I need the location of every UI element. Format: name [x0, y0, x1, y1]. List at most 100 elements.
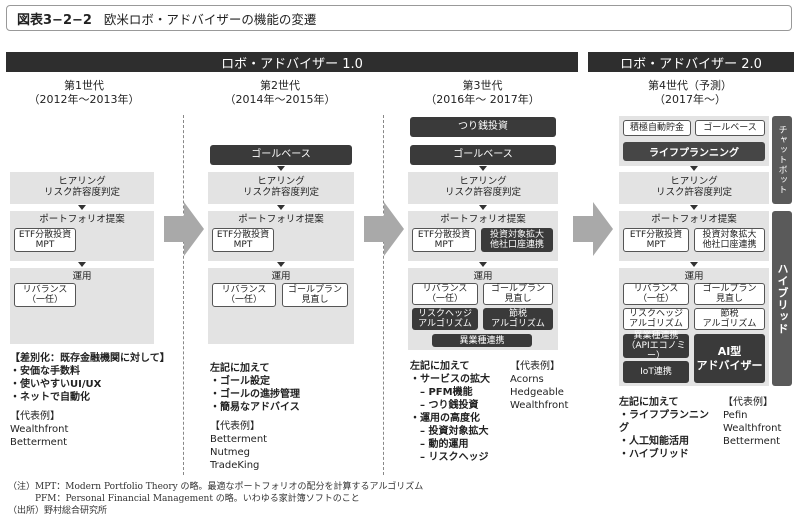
gen3-algo-label: アルゴリズム — [418, 319, 472, 329]
gen2-mpt-label: MPT — [233, 240, 253, 250]
gen1-period: （2012年〜2013年） — [28, 93, 140, 106]
gen3-rebalance-label: リバランス — [422, 284, 468, 294]
gen2-rep-item: Betterment — [210, 434, 268, 445]
tab-hybrid: ハイブリッド — [772, 211, 792, 386]
gen1-rep-item: Wealthfront — [10, 424, 69, 435]
note-source: （出所）野村総合研究所 — [8, 506, 108, 516]
gen1-rebalance-box: リバランス （一任） — [14, 283, 76, 307]
gen2-desc-item: ・簡易なアドバイス — [210, 402, 300, 413]
down-arrow-icon — [479, 205, 487, 210]
gen1-rep-item: Betterment — [10, 437, 68, 448]
gen1-rep-label: 【代表例】 — [10, 411, 60, 422]
gen2-rep-item: TradeKing — [210, 460, 260, 471]
down-arrow-icon — [479, 166, 487, 171]
gen3-period: （2016年〜 2017年） — [425, 93, 540, 106]
gen3-goalplan-label: ゴールプラン — [490, 284, 545, 294]
gen3-desc-item: – PFM機能 — [410, 387, 473, 398]
gen4-goalplan-box: ゴールプラン 見直し — [694, 283, 765, 305]
gen2-etf-box: ETF分散投資 MPT — [212, 228, 274, 252]
gen4-desc-item: ・ハイブリッド — [619, 449, 689, 460]
gen3-discretion-label: （一任） — [426, 294, 463, 304]
gen4-description: 左記に加えて ・ライフプランニング ・人工知能活用 ・ハイブリッド — [619, 396, 714, 461]
gen3-expand-label: 投資対象拡大 — [489, 230, 544, 240]
gen1-header: 第1世代 （2012年〜2013年） — [14, 79, 154, 107]
gen4-etf-box: ETF分散投資 MPT — [623, 228, 689, 252]
gen2-rebalance-label: リバランス — [221, 285, 267, 295]
gen3-tax-box: 節税 アルゴリズム — [483, 308, 553, 330]
gen2-rep-label: 【代表例】 — [210, 421, 260, 432]
gen3-mpt-label: MPT — [434, 240, 454, 250]
gen3-goal-base: ゴールベース — [410, 145, 556, 165]
gen3-tax-algo-label: アルゴリズム — [491, 319, 545, 329]
gen2-desc-item: ・ゴール設定 — [210, 376, 270, 387]
gen4-desc-item: ・人工知能活用 — [619, 436, 689, 447]
arrow-gen2-gen3-icon — [364, 202, 404, 256]
gen2-risk-label: リスク許容度判定 — [242, 187, 319, 198]
gen1-desc-heading: 【差別化：既存金融機関に対して】 — [10, 353, 170, 364]
gen3-rep-label: 【代表例】 — [510, 361, 560, 372]
gen1-risk-label: リスク許容度判定 — [43, 187, 120, 198]
arrow-gen1-gen2-icon — [164, 202, 204, 256]
gen4-advisor-label: アドバイザー — [696, 358, 763, 372]
banner-robo-1: ロボ・アドバイザー 1.0 — [6, 52, 578, 72]
gen2-review-label: 見直し — [301, 295, 329, 305]
gen3-tsumisen: つり銭投資 — [410, 117, 556, 137]
gen4-mpt-label: MPT — [646, 240, 666, 250]
gen3-operation-label: 運用 — [473, 271, 493, 282]
gen4-expand-label: 投資対象拡大 — [702, 230, 757, 240]
gen4-desc-heading: 左記に加えて — [619, 397, 679, 408]
gen4-savings-box: 積極自動貯金 — [623, 120, 691, 136]
gen4-name: 第4世代（予測） — [648, 79, 732, 92]
gen1-desc-item: ・安価な手数料 — [10, 366, 80, 377]
down-arrow-icon — [277, 166, 285, 171]
gen4-api-economy-label: （APIエコノミー） — [626, 341, 686, 361]
gen4-period: （2017年〜） — [654, 93, 726, 106]
gen3-etf-label: ETF分散投資 — [417, 230, 471, 240]
down-arrow-icon — [690, 205, 698, 210]
gen4-goalbase-box: ゴールベース — [695, 120, 765, 136]
gen3-etf-box: ETF分散投資 MPT — [412, 228, 476, 252]
figure-number: 図表3−2−2 — [17, 12, 92, 28]
gen3-desc-heading: 左記に加えて — [410, 361, 470, 372]
gen4-review-label: 見直し — [715, 294, 743, 304]
gen2-hearing-label: ヒアリング — [257, 176, 305, 187]
gen3-rep-item: Acorns — [510, 374, 544, 385]
gen4-algo-label: アルゴリズム — [629, 319, 683, 329]
gen4-tax-label: 節税 — [720, 309, 739, 319]
gen2-goalplan-label: ゴールプラン — [287, 285, 342, 295]
gen3-header: 第3世代 （2016年〜 2017年） — [410, 79, 555, 107]
gen3-hearing-label: ヒアリング — [459, 176, 507, 187]
gen4-hearing: ヒアリング リスク許容度判定 — [619, 172, 769, 204]
gen1-hearing-label: ヒアリング — [58, 176, 106, 187]
gen3-hearing: ヒアリング リスク許容度判定 — [408, 172, 558, 204]
gen4-riskhedge-label: リスクヘッジ — [628, 309, 683, 319]
gen2-header: 第2世代 （2014年〜2015年） — [210, 79, 350, 107]
gen1-portfolio-label: ポートフォリオ提案 — [39, 214, 125, 225]
figure-title: 欧米ロボ・アドバイザーの機能の変遷 — [103, 11, 317, 27]
gen3-cross-industry: 異業種連携 — [432, 334, 532, 347]
gen2-desc-item: ・ゴールの進捗管理 — [210, 389, 300, 400]
gen2-etf-label: ETF分散投資 — [216, 230, 270, 240]
down-arrow-icon — [78, 205, 86, 210]
down-arrow-icon — [78, 262, 86, 267]
gen4-representatives: 【代表例】 Pefin Wealthfront Betterment — [723, 396, 798, 448]
footnotes: （注）MPT：Modern Portfolio Theory の略。最適なポート… — [8, 481, 788, 517]
down-arrow-icon — [690, 262, 698, 267]
gen4-link-label: 他社口座連携 — [702, 240, 757, 250]
gen4-etf-label: ETF分散投資 — [629, 230, 683, 240]
gen2-rep-item: Nutmeg — [210, 447, 250, 458]
gen3-risk-label: リスク許容度判定 — [444, 187, 521, 198]
gen4-rep-label: 【代表例】 — [723, 397, 773, 408]
gen4-lifeplan-bar: ライフプランニング — [623, 142, 765, 161]
gen3-desc-item: – つり銭投資 — [410, 400, 479, 411]
gen3-description: 左記に加えて ・サービスの拡大 – PFM機能 – つり銭投資 ・運用の高度化 … — [410, 360, 510, 464]
gen2-operation-label: 運用 — [271, 271, 291, 282]
gen4-api-box: 異業種連携 （APIエコノミー） — [623, 331, 689, 361]
gen3-riskhedge-label: リスクヘッジ — [417, 309, 472, 319]
gen3-desc-item: ・運用の高度化 — [410, 413, 480, 424]
gen4-ai-box: AI型 アドバイザー — [694, 334, 765, 383]
gen2-portfolio-label: ポートフォリオ提案 — [238, 214, 324, 225]
gen3-rebalance-box: リバランス （一任） — [412, 283, 478, 305]
down-arrow-icon — [690, 166, 698, 171]
gen3-representatives: 【代表例】 Acorns Hedgeable Wealthfront — [510, 360, 580, 412]
